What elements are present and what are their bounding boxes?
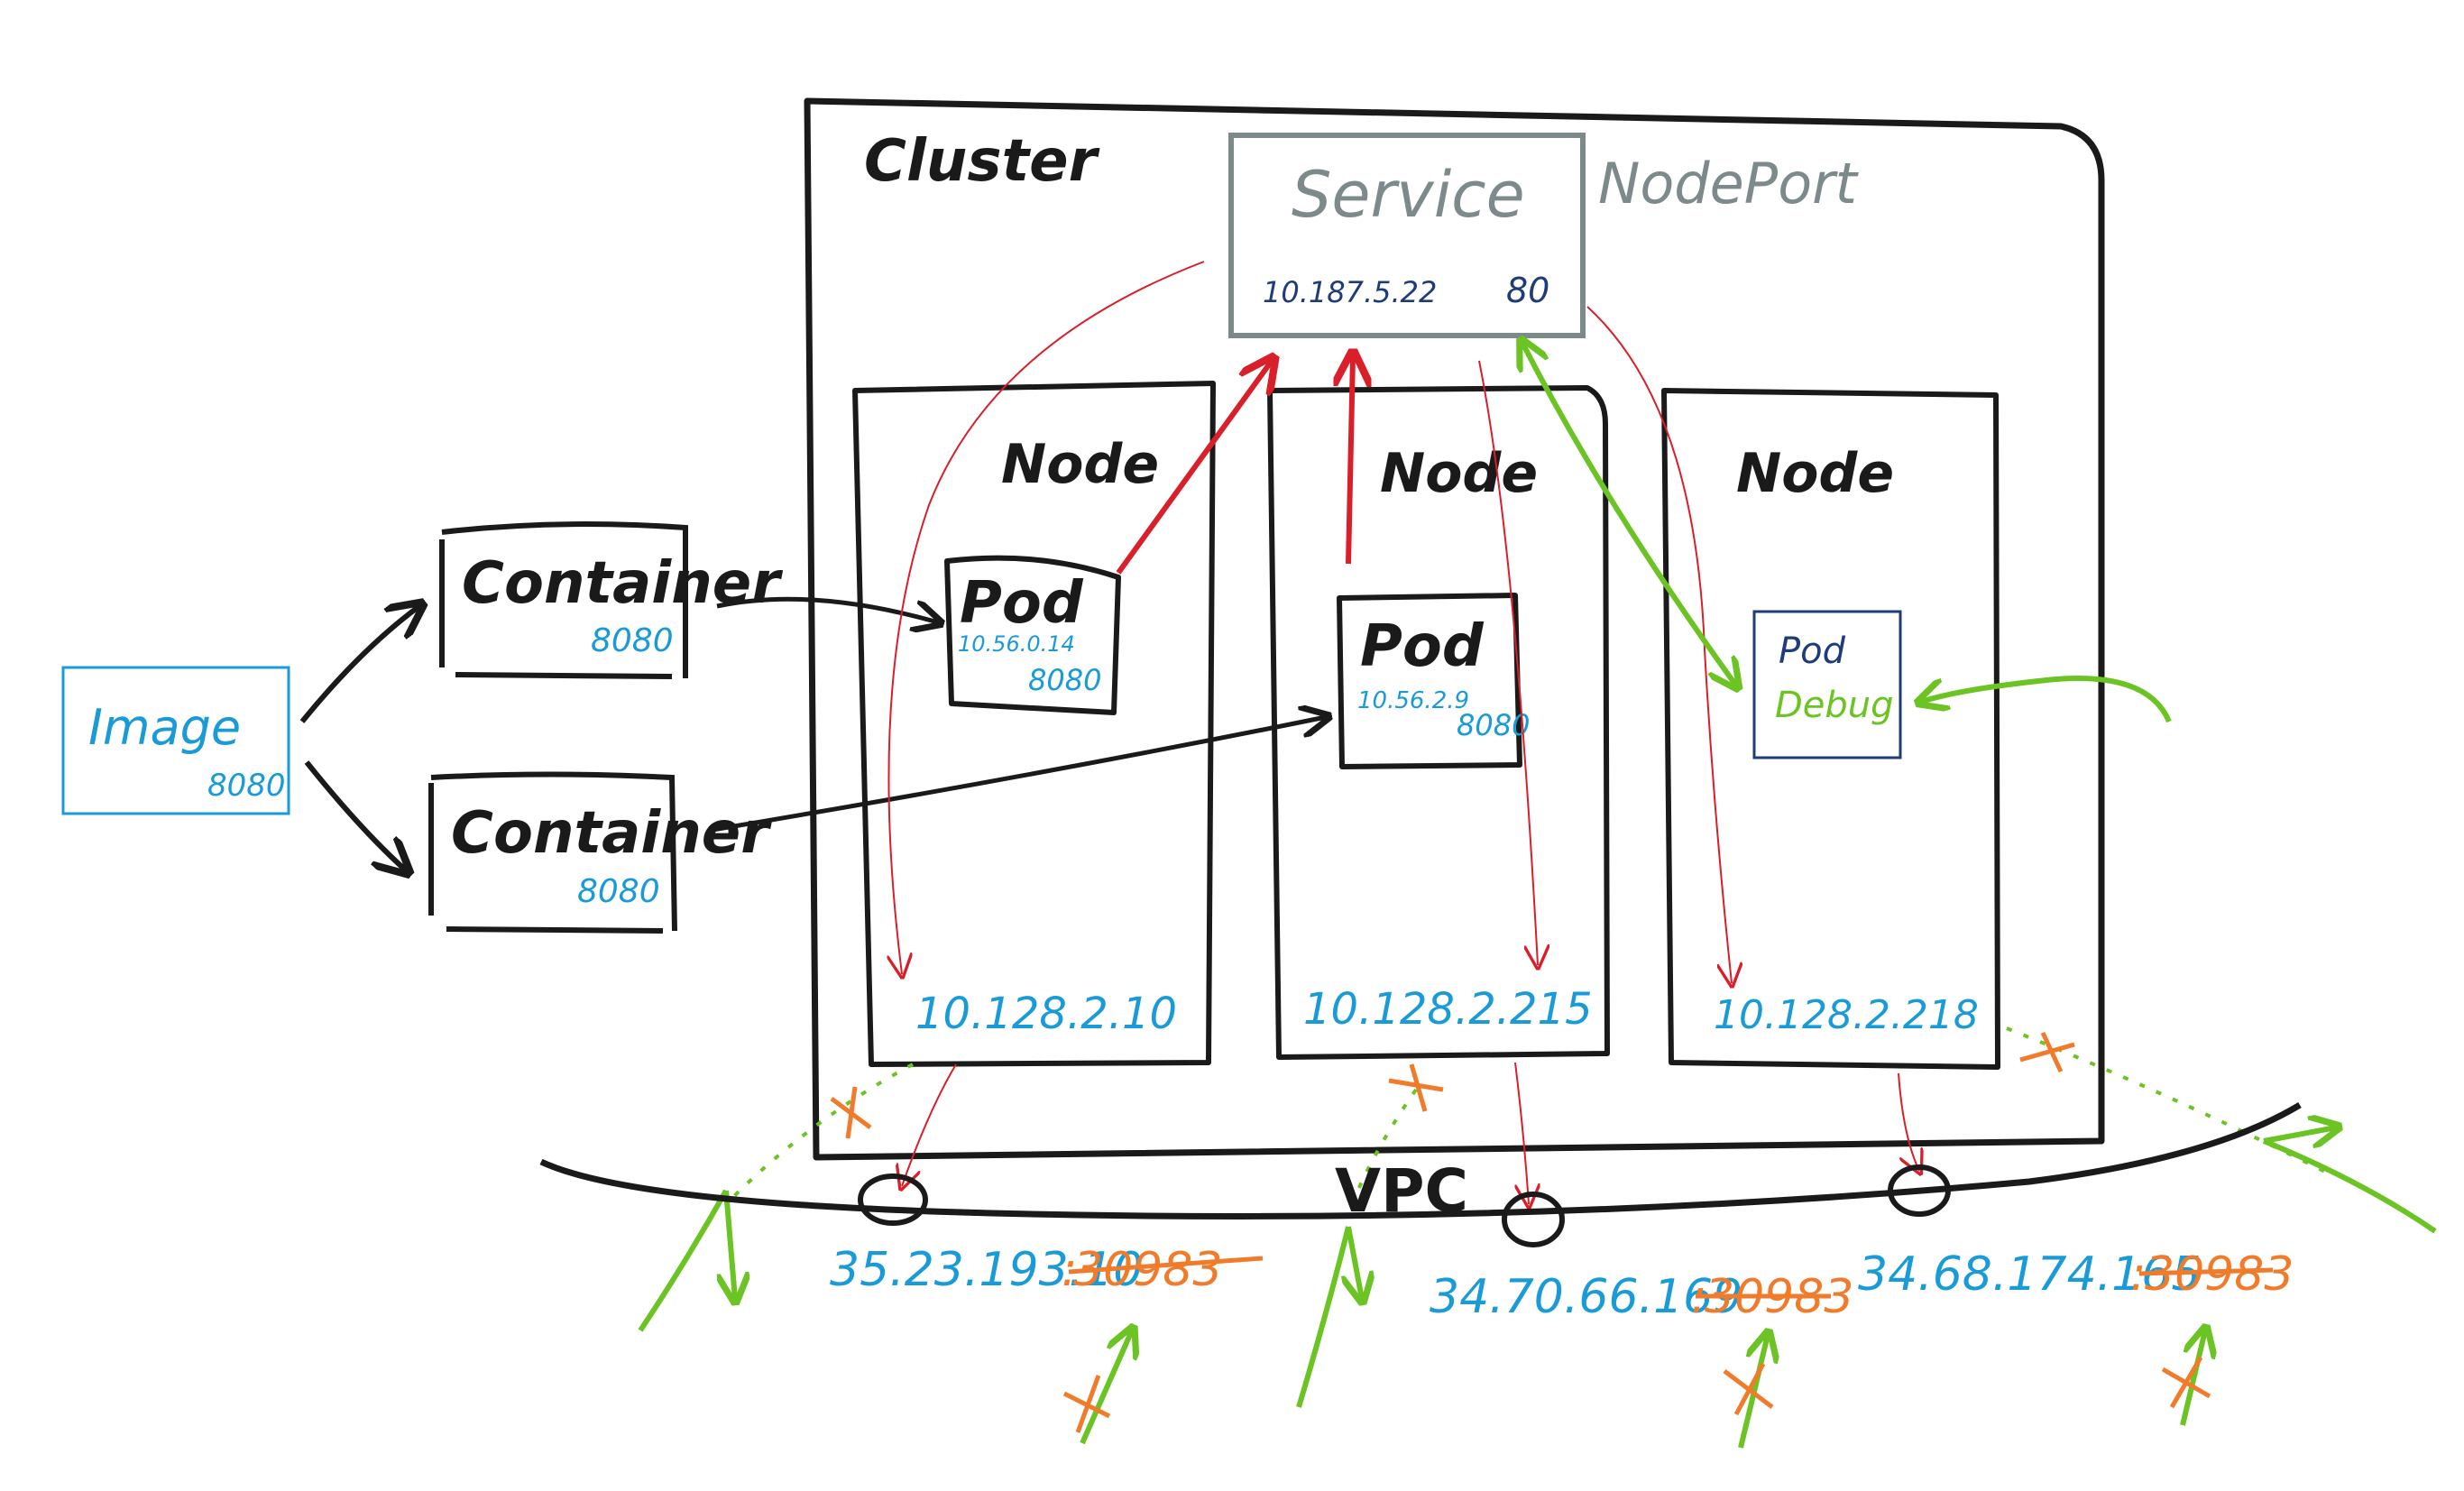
service-to-node-1-arrow [888, 261, 1205, 974]
vpc-node-1-port [858, 1173, 928, 1226]
cross-icon [2019, 1031, 2075, 1073]
cross-icon [2161, 1356, 2211, 1409]
green-arrow-left-down [726, 1190, 735, 1299]
strikethrough-3 [2138, 1267, 2274, 1276]
image-to-container-1-arrow [299, 606, 419, 723]
node-1: Node 10.128.2.10 [852, 381, 1216, 1067]
container-1: Container 8080 [439, 521, 783, 679]
pod-1: Pod 10.56.0.14 8080 [944, 555, 1121, 715]
green-arrow-port-3 [2180, 1330, 2205, 1426]
pod-2-ip: 10.56.2.9 [1357, 687, 1469, 714]
service-to-node-2-arrow [1478, 360, 1538, 965]
pod-1-to-service-arrow [1116, 361, 1272, 575]
external-ip-3: 34.68.174.165 : 30983 [1858, 1247, 2294, 1302]
green-dotted-left [729, 1063, 914, 1201]
container-2-port: 8080 [577, 873, 660, 910]
green-arrow-left-up [638, 1189, 729, 1332]
green-arrow-mid-up [1296, 1226, 1351, 1408]
node-2: Node 10.128.2.215 [1267, 385, 1610, 1060]
node-3: Node 10.128.2.218 [1661, 388, 2000, 1070]
image-to-container-2-arrow [304, 760, 406, 870]
pod-debug-sublabel: Debug [1775, 685, 1894, 726]
image-label: Image [88, 699, 241, 756]
pod-debug-label: Pod [1779, 630, 1846, 672]
green-arrow-port-1 [1080, 1330, 1132, 1445]
orange-cross-marks [830, 1031, 2211, 1433]
pod-2-port: 8080 [1457, 708, 1530, 742]
external-ip-3-sep: : [2130, 1247, 2147, 1302]
pod-2-label: Pod [1360, 613, 1485, 680]
pod-1-label: Pod [960, 570, 1084, 637]
node-2-to-vpc-arrow [1514, 1062, 1529, 1204]
strikethrough-1 [1068, 1256, 1264, 1275]
vpc-node-2-port [1502, 1192, 1565, 1247]
external-to-debug-green-arrow [1921, 676, 2172, 723]
service-label: Service [1292, 158, 1525, 232]
green-arrow-right-out [2263, 1127, 2336, 1141]
node-3-label: Node [1736, 442, 1894, 505]
container-2-label: Container [451, 800, 772, 867]
pod-1-ip: 10.56.0.14 [958, 631, 1075, 657]
vpc-label: VPC [1335, 1156, 1468, 1226]
vpc-line: VPC [539, 1101, 2302, 1247]
node-3-ip: 10.128.2.218 [1714, 992, 1979, 1038]
node-1-to-vpc-arrow [902, 1063, 957, 1186]
green-arrow-right-in [2262, 1138, 2437, 1234]
cluster-box: Cluster [804, 97, 2105, 1161]
service-port: 80 [1506, 271, 1549, 310]
pod-2: Pod 10.56.2.9 8080 [1337, 593, 1530, 769]
container-2: Container 8080 [428, 771, 772, 934]
node-2-label: Node [1380, 442, 1538, 505]
vpc-node-3-port [1888, 1164, 1951, 1217]
pod-2-to-service-arrow [1348, 356, 1353, 565]
image-port: 8080 [207, 768, 286, 804]
container-1-label: Container [462, 550, 783, 617]
service-box: Service 10.187.5.22 80 NodePort [1228, 133, 1860, 338]
service-type: NodePort [1598, 151, 1860, 216]
cross-icon [1723, 1362, 1774, 1416]
cross-icon [1062, 1375, 1111, 1433]
image-box: Image 8080 [61, 666, 290, 815]
cross-icon [830, 1086, 872, 1139]
external-ip-1: 35.23.193.10 : 30983 [830, 1243, 1264, 1297]
pod-debug: Pod Debug [1752, 610, 1902, 759]
green-dotted-middle [1347, 1088, 1418, 1214]
external-ip-2-address: 34.70.66.169 [1430, 1270, 1742, 1324]
cluster-label: Cluster [864, 128, 1100, 195]
container-1-port: 8080 [591, 622, 674, 659]
pod-1-port: 8080 [1028, 663, 1101, 697]
node-3-to-vpc-arrow [1898, 1072, 1919, 1171]
container-1-to-pod-1-arrow [716, 596, 938, 622]
node-1-label: Node [1001, 433, 1159, 496]
service-debug-green-arrow [1522, 343, 1736, 686]
node-1-ip: 10.128.2.10 [915, 989, 1177, 1039]
service-ip: 10.187.5.22 [1263, 275, 1437, 309]
node-2-ip: 10.128.2.215 [1303, 984, 1593, 1035]
external-ip-2: 34.70.66.169 : 30983 [1430, 1270, 1853, 1324]
container-2-to-pod-2-arrow [712, 717, 1326, 833]
green-arrow-mid-down [1348, 1226, 1362, 1299]
cross-icon [1388, 1063, 1444, 1112]
